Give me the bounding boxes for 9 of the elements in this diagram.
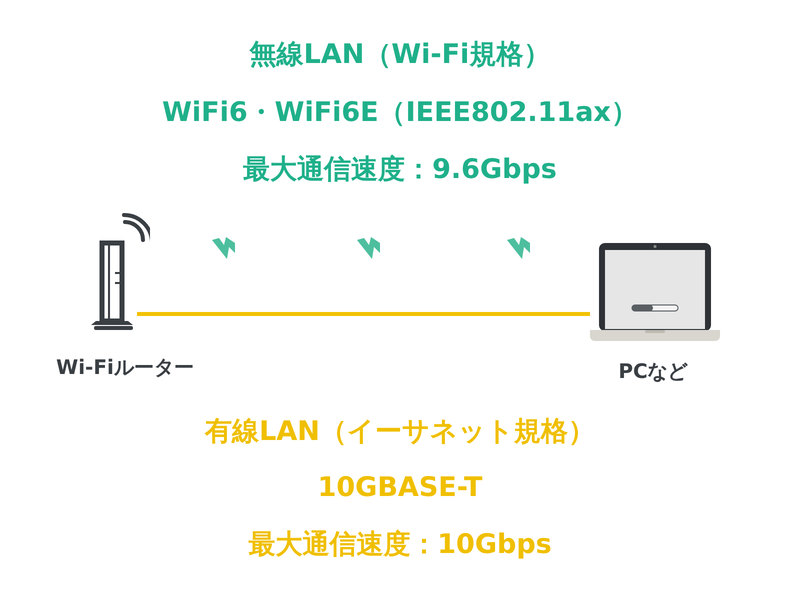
- device-label: Wi-Fiルーター: [56, 354, 194, 381]
- heading-text: 10GBASE-T: [316, 471, 484, 505]
- cable-line: [137, 312, 590, 316]
- heading-text: WiFi6・WiFi6E（IEEE802.11ax）: [161, 96, 639, 130]
- heading-text: 最大通信速度：10Gbps: [247, 528, 553, 562]
- device-label: PCなど: [618, 358, 688, 385]
- heading-text: 最大通信速度：9.6Gbps: [242, 153, 558, 187]
- heading-text: 無線LAN（Wi-Fi規格）: [248, 38, 552, 72]
- heading-text: 有線LAN（イーサネット規格）: [204, 415, 596, 449]
